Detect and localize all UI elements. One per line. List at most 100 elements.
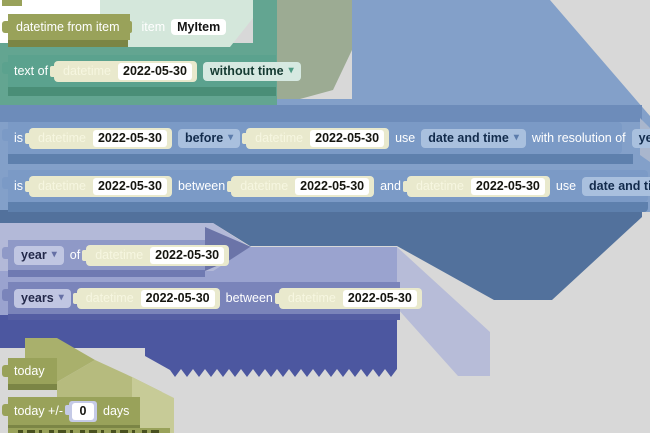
- left-connector-icon: [2, 62, 8, 74]
- datetime-value-block[interactable]: datetime 2022-05-30: [227, 175, 375, 197]
- block-today[interactable]: today: [2, 358, 57, 384]
- dropdown-arrow-icon: ▾: [228, 132, 234, 143]
- left-connector-icon: [402, 180, 408, 192]
- date-field[interactable]: 2022-05-30: [342, 289, 417, 307]
- use-label: use: [395, 131, 416, 145]
- left-connector-icon: [2, 404, 8, 416]
- left-connector-icon: [2, 365, 8, 377]
- unit-dropdown[interactable]: years ▾: [14, 288, 71, 308]
- datetime-label: datetime: [95, 248, 144, 262]
- number-value-block[interactable]: 0: [65, 400, 97, 422]
- datetime-label: datetime: [85, 291, 134, 305]
- compare-op-dropdown[interactable]: before ▾: [177, 128, 241, 148]
- block-label: text of: [14, 64, 49, 78]
- left-connector-icon: [72, 292, 78, 304]
- left-connector-icon: [25, 180, 31, 192]
- datetime-label: datetime: [38, 131, 86, 145]
- time-mode-dropdown[interactable]: without time ▾: [202, 61, 301, 81]
- datetime-value-block[interactable]: datetime 2022-05-30: [72, 287, 220, 309]
- resolution-label: with resolution of: [531, 131, 626, 145]
- between-label: between: [225, 291, 273, 305]
- left-connector-icon: [227, 180, 233, 192]
- block-shadow: [8, 384, 57, 390]
- date-field[interactable]: 2022-05-30: [92, 129, 167, 147]
- block-is-datetime-before[interactable]: is datetime 2022-05-30 before ▾ datetime…: [2, 122, 650, 154]
- dropdown-value: year: [21, 248, 47, 262]
- datetime-value-block[interactable]: datetime 2022-05-30: [402, 175, 550, 197]
- block-datetime-from-item[interactable]: datetime from item item MyItem: [2, 14, 227, 40]
- block-shadow: [8, 202, 648, 212]
- block-label: datetime from item: [16, 20, 120, 34]
- unit-dropdown[interactable]: year ▾: [14, 245, 64, 265]
- dropdown-arrow-icon: ▾: [58, 292, 64, 303]
- dropdown-value: without time: [209, 64, 284, 78]
- block-shadow: [8, 270, 205, 277]
- dropdown-value: date and time: [589, 179, 650, 193]
- datetime-value-block[interactable]: datetime 2022-05-30: [242, 127, 390, 149]
- datetime-label: datetime: [38, 179, 86, 193]
- block-text-of-datetime[interactable]: text of datetime 2022-05-30 without time…: [2, 55, 301, 87]
- item-name-field[interactable]: MyItem: [171, 19, 227, 35]
- dropdown-value: years: [21, 291, 54, 305]
- dropdown-arrow-icon: ▾: [288, 65, 294, 76]
- block-shadow: [8, 154, 633, 164]
- datetime-label: datetime: [415, 179, 464, 193]
- left-connector-icon: [2, 247, 8, 259]
- datetime-value-block[interactable]: datetime 2022-05-30: [274, 287, 422, 309]
- dropdown-value: date and time: [428, 131, 509, 145]
- connector-nub-icon: [123, 21, 132, 33]
- use-mode-dropdown[interactable]: date and time ▾: [582, 176, 650, 196]
- block-today-offset[interactable]: today +/- 0 days: [2, 397, 140, 425]
- datetime-label: datetime: [63, 64, 111, 78]
- block-label: is: [14, 179, 24, 193]
- datetime-label: datetime: [240, 179, 289, 193]
- of-label: of: [69, 248, 81, 262]
- left-connector-icon: [2, 21, 8, 33]
- block-shadow: [8, 87, 276, 96]
- block-year-of-datetime[interactable]: year ▾ of datetime 2022-05-30: [2, 240, 230, 270]
- block-shadow: [8, 314, 400, 320]
- block-shadow: [8, 40, 128, 47]
- datetime-value-block[interactable]: datetime 2022-05-30: [25, 175, 172, 197]
- use-label: use: [555, 179, 577, 193]
- date-field[interactable]: 2022-05-30: [92, 177, 167, 195]
- dropdown-arrow-icon: ▾: [513, 132, 519, 143]
- days-label: days: [103, 404, 130, 418]
- resolution-dropdown[interactable]: years ▾: [631, 128, 650, 148]
- datetime-value-block[interactable]: datetime 2022-05-30: [82, 244, 230, 266]
- block-is-datetime-between[interactable]: is datetime 2022-05-30 between datetime …: [2, 170, 650, 202]
- left-connector-icon: [2, 129, 8, 141]
- left-connector-icon: [2, 177, 8, 189]
- left-connector-icon: [82, 249, 88, 261]
- dropdown-value: years: [638, 131, 650, 145]
- datetime-value-block[interactable]: datetime 2022-05-30: [25, 127, 172, 149]
- block-years-between-datetimes[interactable]: years ▾ datetime 2022-05-30 between date…: [2, 282, 422, 314]
- date-field[interactable]: 2022-05-30: [140, 289, 215, 307]
- block-label: today +/-: [14, 404, 63, 418]
- use-mode-dropdown[interactable]: date and time ▾: [421, 128, 526, 148]
- left-connector-icon: [65, 404, 70, 415]
- left-connector-icon: [242, 132, 248, 144]
- date-field[interactable]: 2022-05-30: [118, 62, 192, 80]
- date-field[interactable]: 2022-05-30: [150, 246, 225, 264]
- date-field[interactable]: 2022-05-30: [470, 177, 545, 195]
- date-field[interactable]: 2022-05-30: [310, 129, 385, 147]
- datetime-label: datetime: [255, 131, 304, 145]
- date-field[interactable]: 2022-05-30: [295, 177, 370, 195]
- item-label: item: [141, 20, 166, 34]
- between-label: between: [177, 179, 226, 193]
- clipped-text-fragment: [18, 430, 162, 433]
- left-connector-icon: [274, 292, 280, 304]
- block-shadow: [8, 425, 140, 428]
- left-connector-icon: [2, 289, 8, 301]
- clipped-block[interactable]: [8, 428, 170, 433]
- left-connector-icon: [50, 65, 56, 77]
- dropdown-value: before: [184, 131, 224, 145]
- left-connector-icon: [25, 132, 31, 144]
- datetime-value-block[interactable]: datetime 2022-05-30: [50, 60, 197, 82]
- number-field[interactable]: 0: [72, 402, 94, 420]
- block-label: today: [14, 364, 45, 378]
- datetime-label: datetime: [287, 291, 336, 305]
- block-label: is: [14, 131, 24, 145]
